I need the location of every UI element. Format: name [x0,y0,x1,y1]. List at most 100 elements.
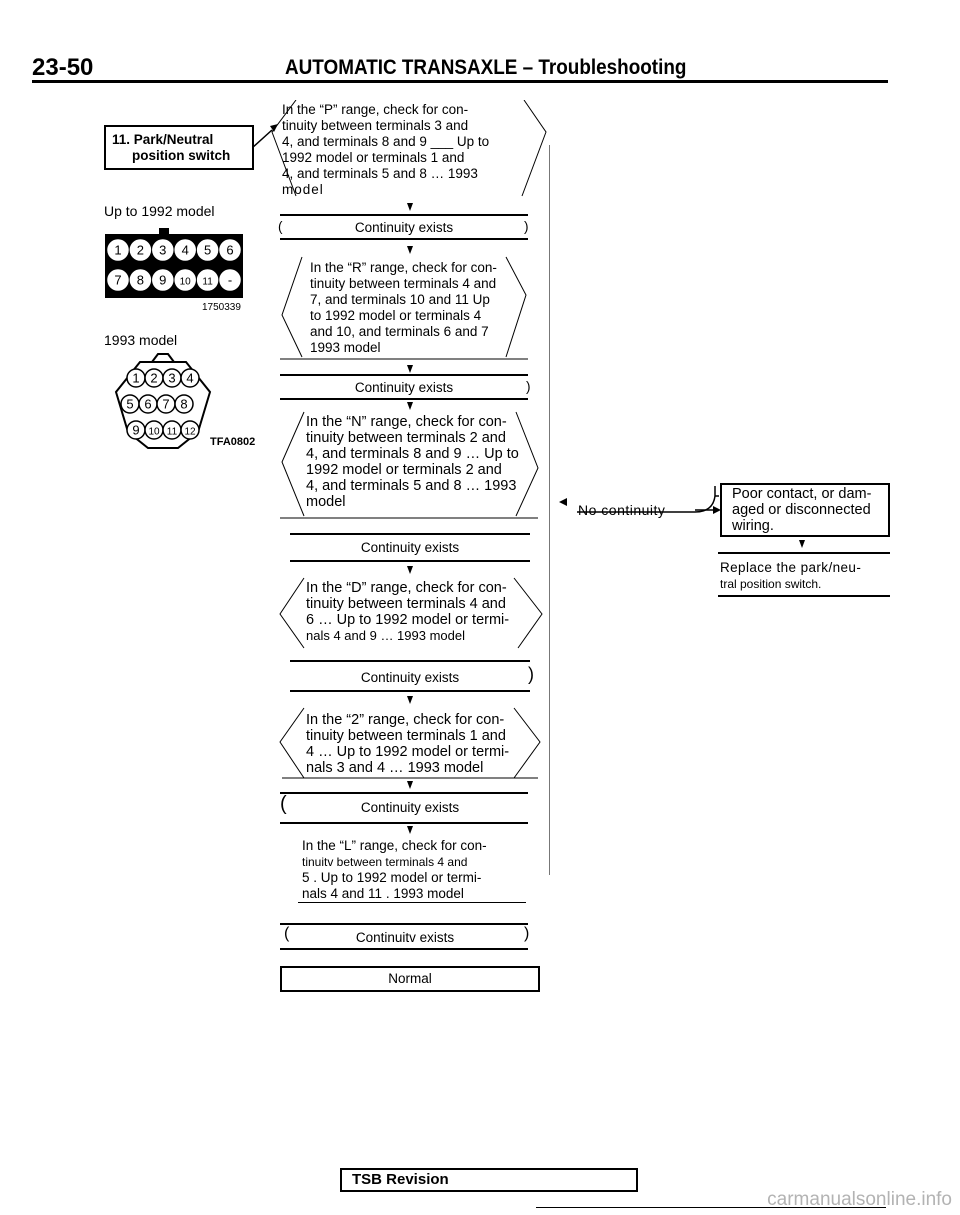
connector-terminal [129,269,152,291]
fault-line: Poor contact, or dam- [732,486,872,502]
final-text: Normal [388,971,432,986]
result-3-top-rule [290,533,530,535]
result-5-text: Continuity exists [360,800,460,815]
connector-terminal [152,239,174,261]
flow-arrow-6 [407,696,413,704]
connector-terminal [174,394,194,414]
connector-terminal [219,269,241,291]
connector-terminal-label: 9 [132,423,139,438]
connector-terminal-label: 3 [168,371,175,386]
check-l-bottom-rule [298,902,526,903]
branch-vertical-line [549,145,550,875]
result-1-left-paren: ( [278,219,283,234]
start-box-line2: position switch [132,148,231,163]
figure-code-1: 1750339 [202,302,241,313]
result-1-text: Continuity exists [354,220,454,235]
result-1-bottom-rule [280,238,528,240]
result-6-bottom-rule [280,948,528,950]
flow-arrow-8 [407,826,413,834]
connector-terminal-label: 11 [167,427,178,438]
check-d-text: In the “D” range, check for con- tinuity… [306,580,509,644]
result-2-top-rule [280,374,528,376]
final-box-top-rule [282,966,538,968]
check-2-line: In the “2” range, check for con- [306,712,505,728]
connector-terminal [219,239,241,261]
tsb-revision-box: TSB Revision [340,1168,638,1192]
connector-terminal-label: 7 [114,273,121,288]
remedy-line: Replace the park/neu- [720,560,862,575]
result-3-bottom-rule [290,560,530,562]
connector-terminal-label: 6 [226,243,233,258]
check-p-line: model [282,182,324,197]
check-p-text: In the “P” range, check for con- tinuity… [282,102,489,198]
remedy-top-rule [718,552,890,554]
flow-arrow-3 [407,365,413,373]
check-2-text: In the “2” range, check for con- tinuity… [306,712,509,776]
result-6-right-paren: ) [524,925,530,942]
connector-terminal-label: 1 [132,371,139,386]
result-1-right-paren: ) [524,219,529,234]
no-continuity-arrow [695,506,721,514]
check-p-line: 4, and terminals 8 and 9 ___ Up to [282,134,490,149]
result-2-right-paren: ) [526,379,531,394]
connector-terminal [107,239,129,261]
connector-terminal-label: 5 [204,243,211,258]
connector-terminal [196,269,219,291]
connector-terminal-label: - [228,273,232,288]
result-6-left-paren: ( [284,925,290,942]
check-l-line: 5 . Up to 1992 model or termi- [302,870,482,885]
connector-terminal-label: 11 [202,277,213,288]
check-n-text: In the “N” range, check for con- tinuity… [306,414,519,510]
result-4-text: Continuity exists [360,670,460,685]
result-3-text: Continuity exists [360,540,460,555]
check-r-frame [280,256,528,360]
check-d-line: In the “D” range, check for con- [306,580,507,596]
result-6-top-rule [280,923,528,925]
check-n-line: tinuity between terminals 2 and [306,430,506,446]
page-number: 23-50 [32,54,94,81]
fault-arrow [799,540,805,548]
result-5-left-paren: ( [280,793,287,815]
fault-line: aged or disconnected [732,502,871,518]
check-l-line: tinuitv between terminals 4 and [302,855,468,869]
connector-terminal-label: 2 [137,243,144,258]
result-5-top-rule [280,792,528,794]
connector-terminal [129,239,152,261]
connector-terminal-label: 2 [150,371,157,386]
connector-terminal-label: 8 [180,397,187,412]
remedy-bottom-rule [718,595,890,597]
connector-terminal [152,269,174,291]
check-r-line: 7, and terminals 10 and 11 Up [310,292,490,307]
start-box-line1: 11. Park/Neutral [112,132,214,147]
fault-line: wiring. [732,518,774,534]
connector-terminal-label: 9 [159,273,166,288]
result-6-text: Continuitv exists [355,930,455,945]
check-n-line: model [306,494,346,510]
check-p-line: tinuity between terminals 3 and [282,118,469,133]
check-d-line: tinuity between terminals 4 and [306,596,506,612]
check-p-line: 1992 model or terminals 1 and [282,150,465,165]
check-n-line: 4, and terminals 5 and 8 … 1993 [306,478,517,494]
connector-terminal-label: 5 [126,397,133,412]
check-d-line: nals 4 and 9 … 1993 model [306,628,465,643]
connector-terminal-label: 3 [159,243,166,258]
result-2-text: Continuity exists [354,380,454,395]
flow-arrow-7 [407,781,413,789]
footer-rule [536,1207,886,1208]
check-d-line: 6 … Up to 1992 model or termi- [306,612,510,628]
result-4-bottom-rule [290,690,530,692]
result-5-bottom-rule [280,822,528,824]
connector-terminal-label: 12 [184,427,196,438]
no-continuity-text: No continuity [578,502,666,518]
check-r-text: In the “R” range, check for con- tinuity… [310,260,497,356]
check-l-line: In the “L” range, check for con- [302,838,487,853]
flow-arrow-4 [407,402,413,410]
connector-terminal [180,368,200,388]
connector-terminal-label: 10 [148,427,160,438]
check-d-frame [279,577,543,649]
fault-box: Poor contact, or dam- aged or disconnect… [720,483,890,537]
header-rule [32,80,888,83]
check-r-line: to 1992 model or terminals 4 [310,308,482,323]
final-box: Normal [280,966,540,992]
watermark: carmanualsonline.info [767,1189,952,1210]
